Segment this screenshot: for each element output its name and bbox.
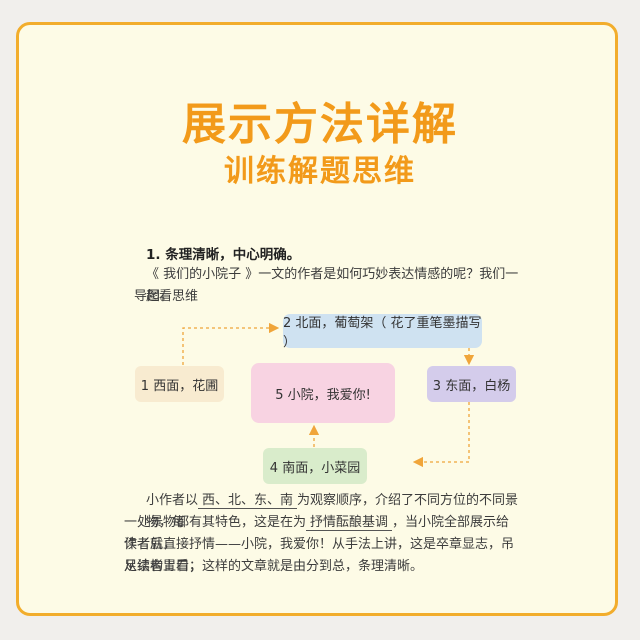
page-subtitle: 训练解题思维: [224, 154, 416, 189]
intro-line-2: 导图。: [134, 289, 174, 304]
paragraph-line-2: 一处景物都有其特色，这是在为抒情酝酿基调，当小院全部展示给读者后，: [124, 512, 512, 556]
paragraph-text: ，当小院全部展示给读者后，: [124, 515, 510, 552]
arrow-east-to-south: [412, 402, 470, 468]
paragraph-line-4: 从结构上看，这样的文章就是由分到总，条理清晰。: [124, 559, 424, 574]
intro-line-1: 《 我们的小院子 》一文的作者是如何巧妙表达情感的呢？我们一起看思维: [146, 267, 519, 304]
paragraph-text: 一处景物都有其特色，这是在为: [124, 515, 307, 530]
paragraph-text: 小作者以: [146, 493, 199, 508]
paragraph-line-3: 作者就直接抒情——小院，我爱你！从手法上讲，这是卒章显志，吊足读者胃口；: [124, 537, 515, 574]
section-heading: 1. 条理清晰，中心明确。: [146, 247, 301, 263]
fill-blank-order: 西、北、东、南: [198, 493, 298, 509]
mindmap-node-center: 5 小院，我爱你!: [251, 363, 395, 423]
paragraph-line-1: 小作者以西、北、东、南为观察顺序，介绍了不同方位的不同景物，每: [146, 490, 526, 534]
paragraph-text: 为观察顺序，介绍了不同方位的不同景物，每: [146, 493, 519, 530]
page-title: 展示方法详解: [182, 99, 458, 150]
mindmap-node-north: 2 北面，葡萄架（ 花了重笔墨描写 ）: [283, 314, 482, 350]
mindmap-node-west: 1 西面，花圃: [135, 366, 224, 402]
mindmap-node-south: 4 南面，小菜园: [263, 448, 367, 484]
mindmap-node-east: 3 东面，白杨: [427, 366, 516, 402]
fill-blank-purpose: 抒情酝酿基调: [306, 515, 393, 531]
arrow-west-to-north: [182, 322, 280, 365]
